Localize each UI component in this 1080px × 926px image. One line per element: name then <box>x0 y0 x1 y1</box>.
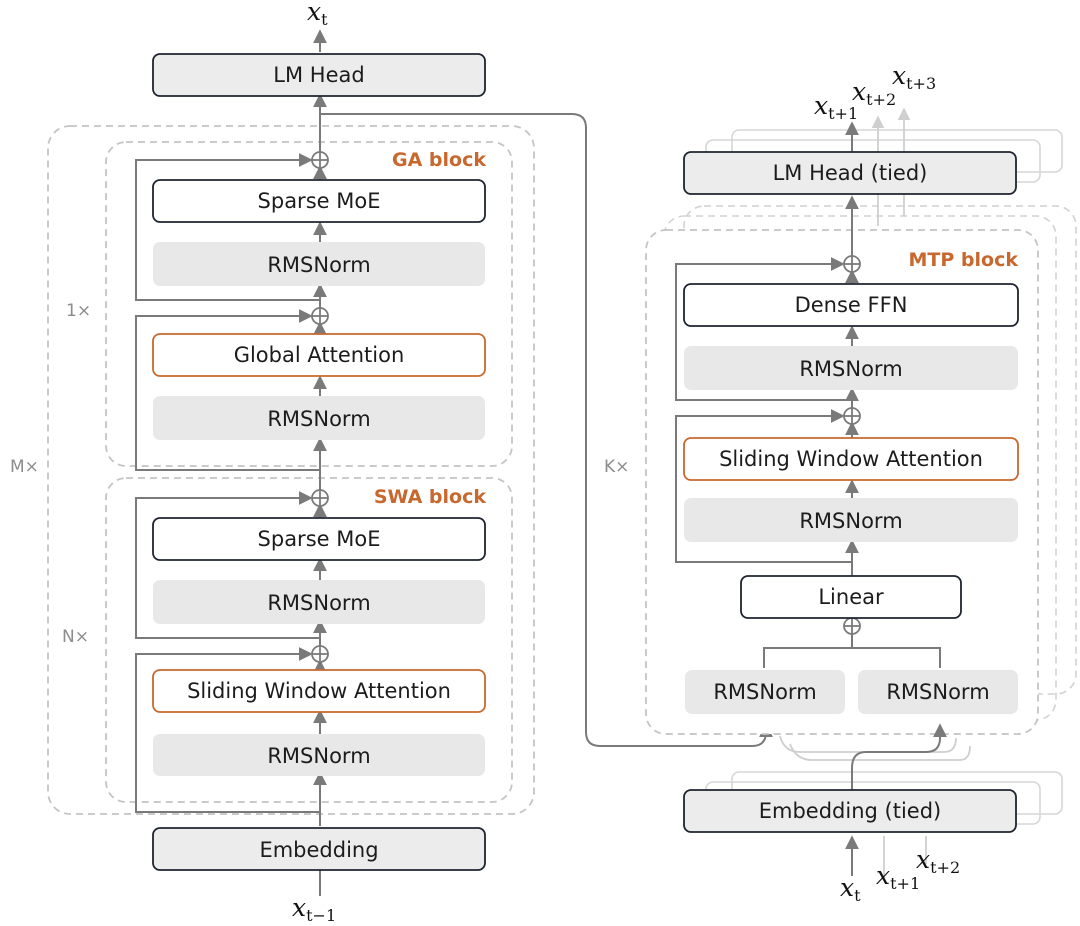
mtp-input-token-1: xt <box>840 873 861 905</box>
output-token: xt <box>307 0 328 29</box>
mtp-norm-top-label: RMSNorm <box>799 357 902 381</box>
swa-block-title: SWA block <box>374 486 487 508</box>
ga-norm-top-label: RMSNorm <box>267 253 370 277</box>
ga-moe-label: Sparse MoE <box>258 189 381 213</box>
dense-ffn-box <box>683 283 1019 327</box>
mtp-block-title: MTP block <box>909 249 1019 271</box>
ga-norm-top-box <box>153 242 485 286</box>
sliding-window-attention-box <box>152 669 486 713</box>
global-attention-label: Global Attention <box>234 343 405 367</box>
mtp-input-token-3: xt+2 <box>916 845 960 877</box>
swa-norm-top-box <box>153 580 485 624</box>
dense-ffn-label: Dense FFN <box>795 293 908 317</box>
main-model: M× GA block 1× SWA block N× <box>10 0 773 925</box>
linear-box <box>740 575 962 619</box>
residual-adders <box>311 151 329 663</box>
mtp-output-token-3: xt+3 <box>892 61 936 93</box>
sliding-window-attention-label: Sliding Window Attention <box>187 679 451 703</box>
input-token: xt−1 <box>292 893 336 925</box>
swa-block-region <box>105 477 513 803</box>
mtp-norm-top-box <box>684 346 1018 390</box>
mtp-lm-head-label: LM Head (tied) <box>773 161 928 185</box>
global-attention-box <box>152 333 486 377</box>
ga-norm-bottom-label: RMSNorm <box>267 407 370 431</box>
swa-norm-bottom-box <box>153 734 485 776</box>
lm-head-box <box>152 53 486 97</box>
mtp-embedding-label: Embedding (tied) <box>759 799 942 823</box>
swa-moe-box <box>152 517 486 561</box>
embedding-label: Embedding <box>259 838 378 862</box>
swa-moe-label: Sparse MoE <box>258 527 381 551</box>
swa-norm-top-label: RMSNorm <box>267 591 370 615</box>
ga-repeat-label: 1× <box>66 301 91 321</box>
swa-norm-bottom-label: RMSNorm <box>267 744 370 768</box>
mtp-norm-mid-box <box>684 498 1018 542</box>
mtp-norm-left-label: RMSNorm <box>713 680 816 704</box>
mtp-swa-label: Sliding Window Attention <box>719 447 983 471</box>
mtp-norm-mid-label: RMSNorm <box>799 509 902 533</box>
outer-repeat-region <box>47 125 535 815</box>
mtp-adders <box>843 255 861 635</box>
linear-label: Linear <box>818 585 884 609</box>
lm-head-label: LM Head <box>273 63 364 87</box>
embedding-box <box>152 827 486 871</box>
mtp-output-token-2: xt+2 <box>852 77 896 109</box>
ga-block-region <box>105 141 513 467</box>
mtp-output-token-1: xt+1 <box>814 91 858 123</box>
swa-repeat-label: N× <box>62 627 89 647</box>
mtp-norm-right-label: RMSNorm <box>886 680 989 704</box>
ga-block-title: GA block <box>392 149 486 171</box>
mtp-norm-left-box <box>685 670 845 714</box>
outer-repeat-label: M× <box>10 457 39 477</box>
ga-norm-bottom-box <box>153 396 485 440</box>
mtp-lm-head-box <box>683 151 1017 195</box>
mtp-embedding-box <box>683 789 1017 833</box>
mtp-repeat-label: K× <box>604 457 629 477</box>
mtp-module: MTP block K× LM <box>604 61 1077 905</box>
mtp-norm-right-box <box>858 670 1018 714</box>
ga-moe-box <box>152 179 486 223</box>
mtp-swa-box <box>683 437 1019 481</box>
mtp-input-token-2: xt+1 <box>876 861 920 893</box>
